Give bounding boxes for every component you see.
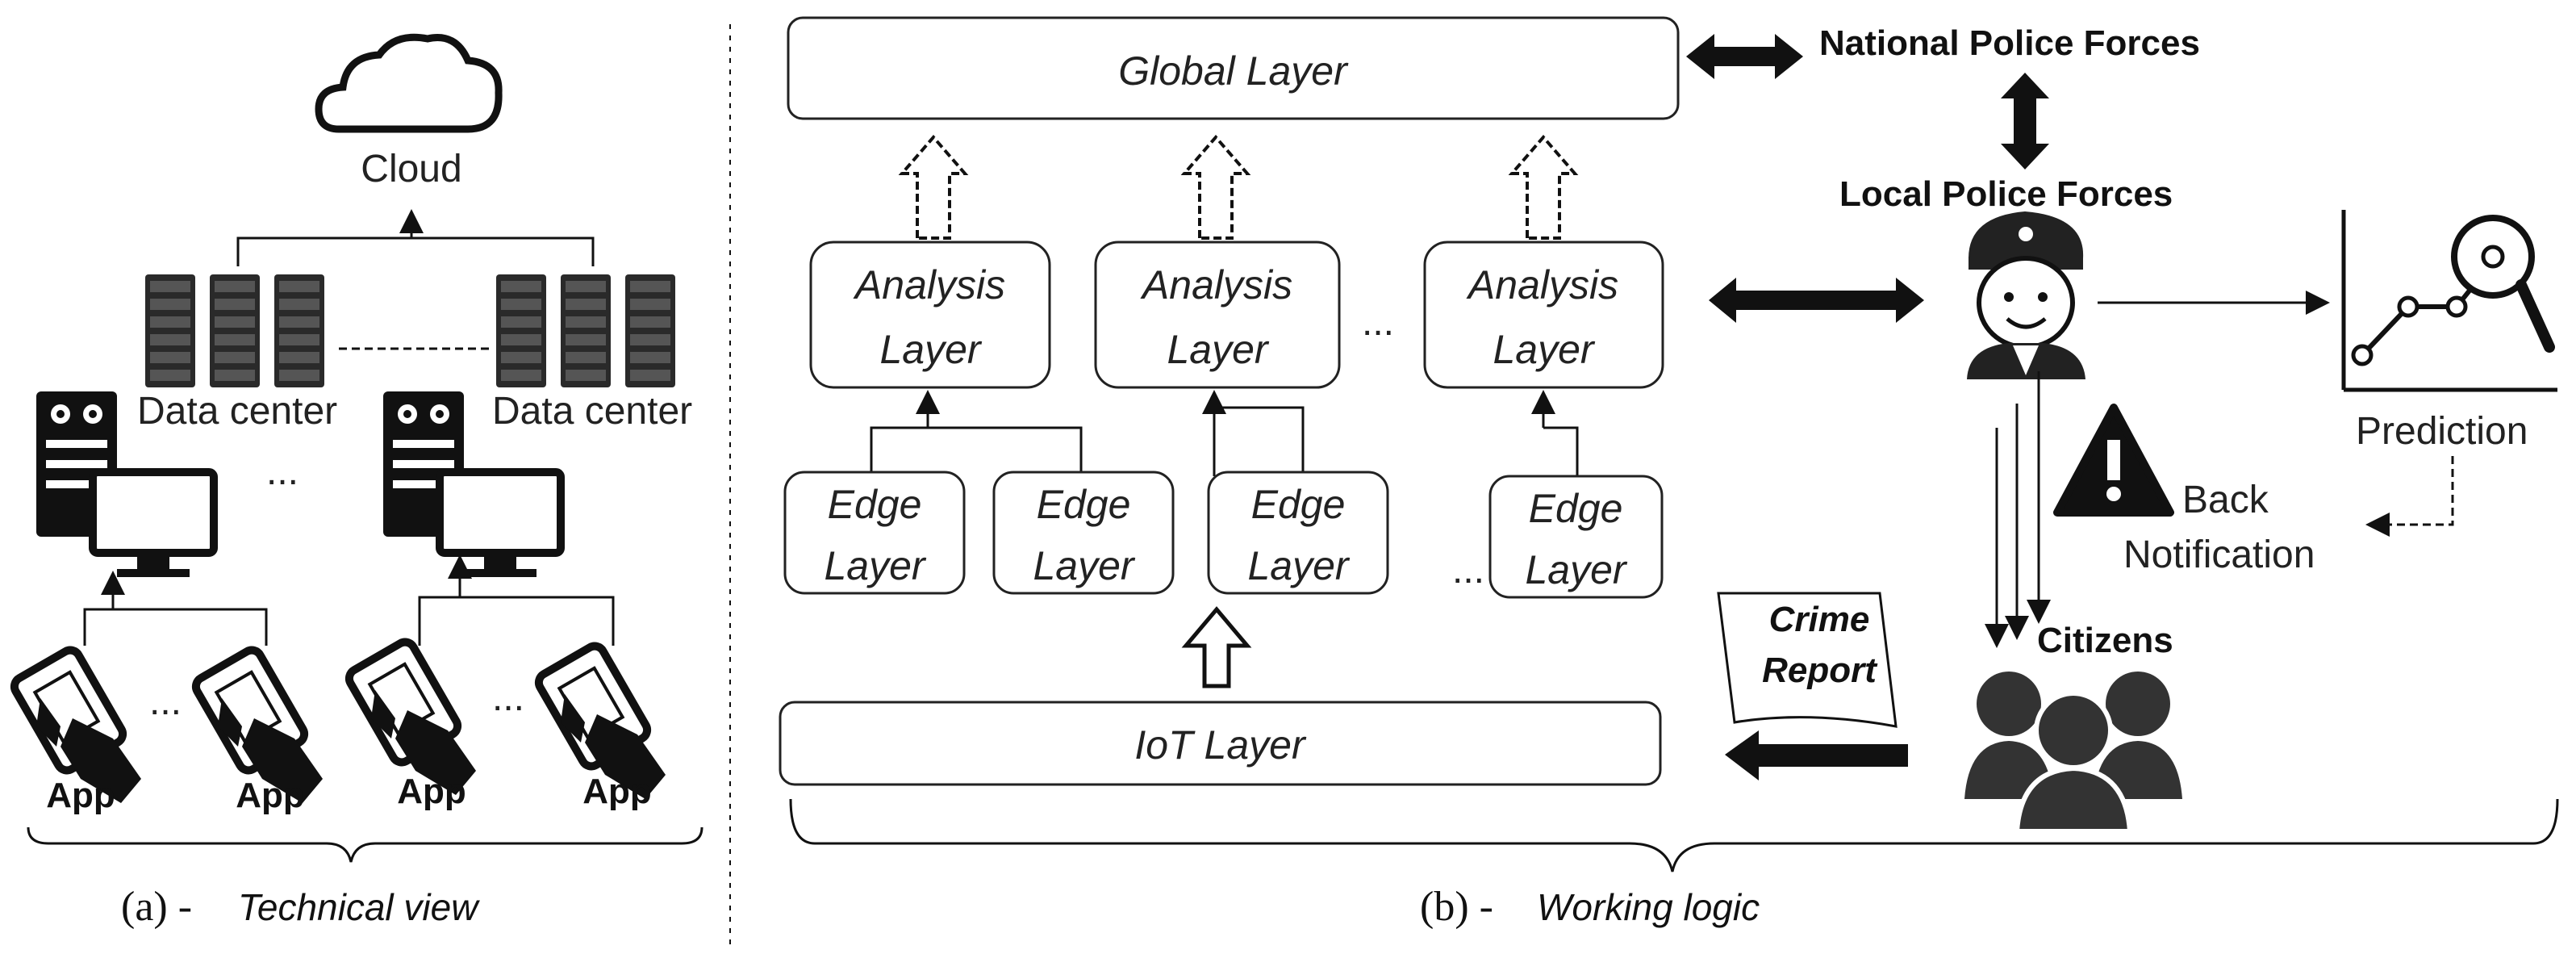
iot-layer-box <box>779 701 1662 786</box>
crime-report-label-1: Crime <box>1769 600 1870 639</box>
national-police-label: National Police Forces <box>1819 23 2200 63</box>
edge-layer-box <box>783 471 966 595</box>
working-logic-brace <box>789 798 2559 872</box>
cloud-icon <box>315 33 503 133</box>
app-label: App <box>582 772 652 811</box>
warning-icon <box>2053 404 2174 517</box>
citizens-group-icon <box>1964 672 2182 834</box>
analysis-layer-label: Layer <box>879 327 982 372</box>
analysis-layer-label: Layer <box>1167 327 1269 372</box>
app-label: App <box>46 776 115 815</box>
prediction-back-arrow <box>2365 456 2454 537</box>
analysis-layer-label: Analysis <box>853 262 1005 308</box>
global-layer-label: Global Layer <box>1118 48 1349 94</box>
analysis-layer-box <box>1423 241 1664 389</box>
analysis-layer-label: Analysis <box>1466 262 1618 308</box>
analysis-police-double-arrow-icon <box>1709 278 1924 323</box>
national-local-double-arrow-icon <box>2001 73 2049 169</box>
technical-view: Cloud Data center Data center ... <box>11 33 703 930</box>
apps-ellipsis-1: ... <box>149 680 182 723</box>
edge-connector-2 <box>1213 406 1305 476</box>
crime-report-document-icon <box>1717 592 1898 728</box>
edge-layer-label: Edge <box>1037 482 1131 527</box>
caption-a-text: Technical view <box>238 886 480 928</box>
prediction-label: Prediction <box>2356 410 2528 453</box>
dashed-up-arrow-icon <box>898 134 969 240</box>
dashed-up-arrow-icon <box>1180 134 1251 240</box>
apps-ellipsis-2: ... <box>492 676 524 719</box>
dashed-up-arrow-icon <box>1508 134 1579 240</box>
edge-ellipsis: ... <box>1452 549 1484 592</box>
back-notification-label-1: Back <box>2182 479 2269 521</box>
edge-layer-label: Edge <box>1529 486 1623 531</box>
edge-layer-label: Edge <box>828 482 922 527</box>
crime-report-label-2: Report <box>1762 651 1878 690</box>
edge-connector-3 <box>1543 426 1579 476</box>
edge-connector-1 <box>870 426 1083 476</box>
edge-layer-label: Edge <box>1251 482 1346 527</box>
edge-layer-box <box>1488 475 1664 599</box>
edge-layer-box <box>1207 471 1389 595</box>
citizens-iot-arrow-icon <box>1725 730 1908 780</box>
global-layer-box <box>787 16 1680 120</box>
servers-ellipsis: ... <box>266 450 299 493</box>
edge-layer-label: Layer <box>1525 547 1627 592</box>
server-rack-icon <box>145 274 324 387</box>
prediction-chart-icon <box>2341 210 2557 392</box>
app-label: App <box>236 776 305 815</box>
app-label: App <box>397 772 466 811</box>
working-logic: Global Layer Analysis Layer Analysis Lay… <box>779 16 2559 930</box>
edge-layer-label: Layer <box>1247 543 1350 588</box>
technical-view-brace <box>27 826 703 863</box>
iot-up-arrow-icon <box>1181 606 1252 688</box>
caption-a-prefix: (a) - <box>121 884 192 930</box>
data-center-label-2: Data center <box>492 390 692 433</box>
analysis-layer-label: Layer <box>1493 327 1595 372</box>
iot-layer-label: IoT Layer <box>1134 722 1307 768</box>
citizens-label: Citizens <box>2037 621 2173 660</box>
edge-layer-label: Layer <box>824 543 926 588</box>
edge-layer-box <box>992 471 1175 595</box>
back-notification-label-2: Notification <box>2123 533 2315 576</box>
global-national-double-arrow-icon <box>1686 34 1803 79</box>
data-center-label-1: Data center <box>137 390 337 433</box>
cloud-label: Cloud <box>361 148 461 190</box>
analysis-layer-box <box>809 241 1051 389</box>
cloud-connector <box>236 236 595 266</box>
analysis-layer-label: Analysis <box>1140 262 1292 308</box>
caption-b-text: Working logic <box>1537 886 1760 928</box>
analysis-ellipsis: ... <box>1362 301 1394 344</box>
edge-layer-label: Layer <box>1033 543 1135 588</box>
server-rack-icon <box>496 274 675 387</box>
police-officer-icon <box>1967 211 2085 379</box>
analysis-layer-box <box>1094 241 1341 389</box>
local-police-label: Local Police Forces <box>1839 174 2173 214</box>
caption-b-prefix: (b) - <box>1420 884 1493 930</box>
app-connector-1 <box>83 608 268 646</box>
app-connector-2 <box>418 596 615 646</box>
